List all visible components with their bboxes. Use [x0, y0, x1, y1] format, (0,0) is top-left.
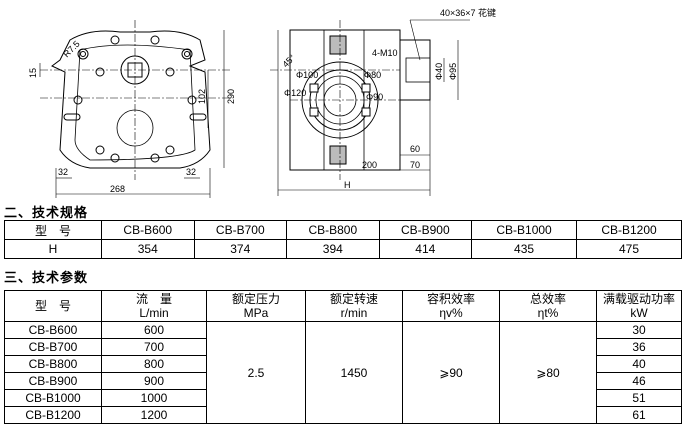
pressure-cell: 2.5	[206, 321, 306, 424]
d100-label: Φ100	[296, 70, 319, 80]
section3-title: 三、技术参数	[4, 270, 89, 285]
power-cell: 40	[596, 355, 682, 373]
spec-model-cell: CB-B800	[286, 220, 380, 240]
speed-cell: 1450	[305, 321, 403, 424]
section2-title: 二、技术规格	[4, 205, 89, 220]
power-cell: 51	[596, 389, 682, 407]
spec-header-row: 型 号 CB-B600 CB-B700 CB-B800 CB-B900 CB-B…	[4, 220, 682, 240]
spec-model-cell: CB-B1000	[471, 220, 577, 240]
dim-15-label: 15	[28, 67, 38, 78]
model-cell: CB-B1200	[4, 406, 102, 424]
spec-value-row: H 354 374 394 414 435 475	[4, 239, 682, 259]
spec-value-cell: 394	[286, 239, 380, 259]
power-cell: 36	[596, 338, 682, 356]
d95-label: Φ95	[448, 62, 458, 80]
thread-label: 4-M10	[372, 48, 398, 58]
power-cell: 30	[596, 321, 682, 339]
dim-h-label: H	[344, 180, 351, 190]
flow-cell: 600	[101, 321, 207, 339]
right-view-drawing	[270, 19, 470, 196]
spec-table: 型 号 CB-B600 CB-B700 CB-B800 CB-B900 CB-B…	[4, 220, 682, 259]
d120-label: Φ120	[284, 88, 307, 98]
spec-value-cell: 374	[193, 239, 288, 259]
dim-200-label: 200	[362, 160, 378, 170]
flow-cell: 900	[101, 372, 207, 390]
technical-drawing: R7.5 15 102 290 32 32 268 40×36×7 花键 45°…	[0, 0, 684, 200]
d90-label: Φ90	[366, 92, 384, 102]
flow-cell: 800	[101, 355, 207, 373]
dim-102-label: 102	[197, 88, 207, 104]
drawing-lines	[39, 19, 470, 198]
spec-model-cell: CB-B1200	[576, 220, 682, 240]
flow-cell: 1200	[101, 406, 207, 424]
table-row: CB-B600 600 2.5 1450 ⩾90 ⩾80 30	[4, 321, 682, 424]
spec-model-cell: CB-B700	[193, 220, 288, 240]
spline-note: 40×36×7 花键	[440, 8, 497, 18]
spec-model-cell: CB-B900	[378, 220, 473, 240]
total-eff-cell: ⩾80	[499, 321, 597, 424]
dim-32-right-label: 32	[186, 167, 197, 177]
dim-70-label: 70	[410, 160, 421, 170]
spec-header-label: 型 号	[4, 220, 102, 240]
spec-value-cell: 414	[378, 239, 473, 259]
flow-cell: 1000	[101, 389, 207, 407]
d80-label: Φ80	[364, 70, 382, 80]
dim-290-label: 290	[226, 88, 236, 104]
dim-60-label: 60	[410, 144, 421, 154]
dim-32-left-label: 32	[58, 167, 69, 177]
spec-row-label: H	[4, 239, 102, 259]
table-row: CB-B1000 1000 51	[4, 389, 682, 407]
param-header-cell: 型 号	[4, 290, 102, 322]
dim-268-label: 268	[110, 184, 126, 194]
spec-value-cell: 475	[576, 239, 682, 259]
model-cell: CB-B800	[4, 355, 102, 373]
vol-eff-cell: ⩾90	[402, 321, 500, 424]
left-view-drawing	[39, 20, 230, 198]
model-cell: CB-B900	[4, 372, 102, 390]
model-cell: CB-B600	[4, 321, 102, 339]
model-cell: CB-B1000	[4, 389, 102, 407]
table-row: CB-B700 700 36	[4, 338, 682, 356]
spec-model-cell: CB-B600	[101, 220, 195, 240]
spec-value-cell: 354	[101, 239, 195, 259]
table-row: CB-B800 800 40	[4, 355, 682, 373]
power-cell: 61	[596, 406, 682, 424]
power-cell: 46	[596, 372, 682, 390]
spec-value-cell: 435	[471, 239, 577, 259]
d40-label: Φ40	[434, 62, 444, 80]
table-row: CB-B1200 1200 61	[4, 406, 682, 424]
model-cell: CB-B700	[4, 338, 102, 356]
flow-cell: 700	[101, 338, 207, 356]
